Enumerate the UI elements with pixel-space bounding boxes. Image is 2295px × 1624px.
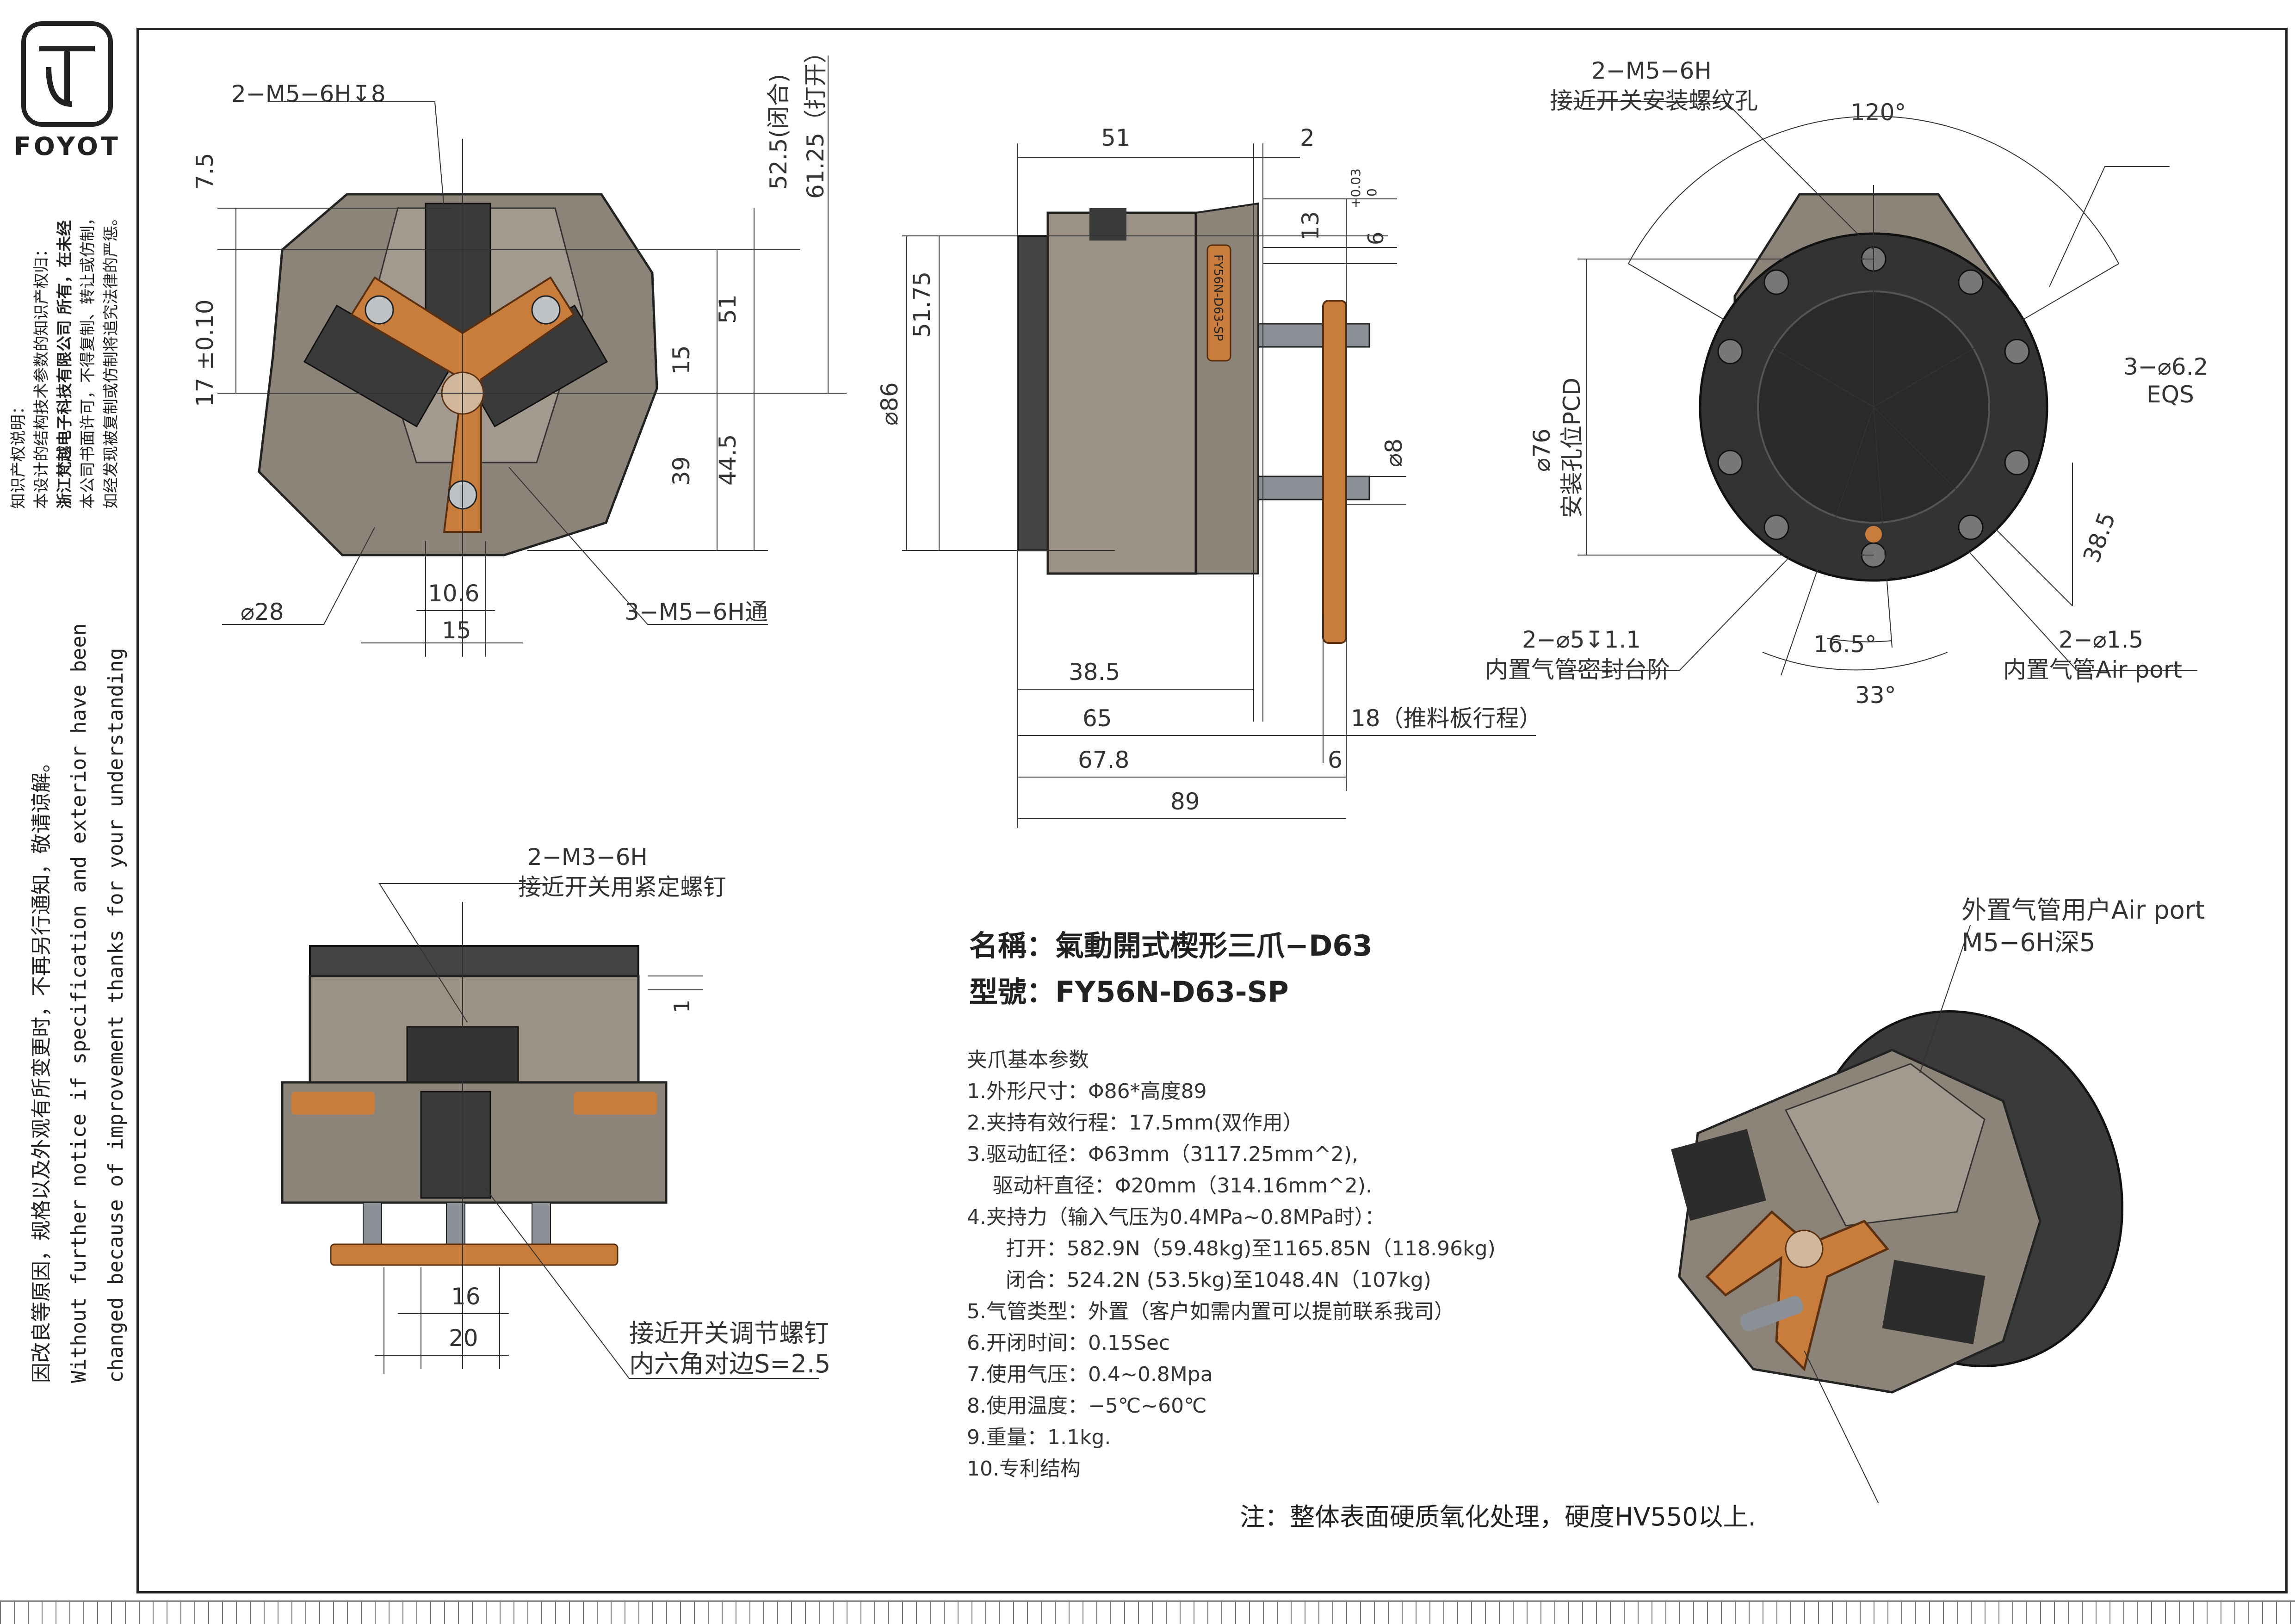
- side-dim-phi86: ⌀86: [876, 382, 903, 426]
- back-pcd-1: ⌀76: [1528, 428, 1555, 472]
- param-line: 3.驱动缸径：Φ63mm（3117.25mm^2),: [967, 1142, 1359, 1166]
- side-plate-label: FY56N-D63-SP: [1211, 254, 1225, 341]
- param-line: 打开：582.9N（59.48kg)至1165.85N（118.96kg): [967, 1237, 1496, 1260]
- notice-cn: 因改良等原因，规格以及外观有所变更时，不再另行通知，敬请谅解。: [30, 752, 53, 1383]
- front-dim-17: 17 ±0.10: [192, 299, 218, 407]
- side-dim-6: 6: [1328, 747, 1342, 773]
- side-dim-89: 89: [1170, 788, 1200, 815]
- param-line: 4.夹持力（输入气压为0.4MPa~0.8MPa时）：: [967, 1205, 1385, 1229]
- front-dim-39: 39: [668, 456, 695, 486]
- bottom-view: 2−M3−6H 接近开关用紧定螺钉 1 16 20: [281, 844, 819, 1379]
- title-block: 名稱：氣動開式楔形三爪−D63 型號：FY56N-D63-SP: [969, 923, 1373, 1015]
- param-line: 7.使用气压：0.4~0.8Mpa: [967, 1363, 1213, 1386]
- back-holes-1: 3−⌀6.2: [2123, 353, 2208, 380]
- back-angle-33: 33°: [1855, 682, 1896, 709]
- brand-name: FOYOT: [14, 132, 121, 161]
- param-line: 10.专利结构: [967, 1457, 1081, 1481]
- param-line: 驱动杆直径：Φ20mm（314.16mm^2).: [967, 1174, 1372, 1198]
- param-line: 8.使用温度：−5℃~60℃: [967, 1394, 1207, 1418]
- back-thread-label-2: 接近开关安装螺纹孔: [1550, 87, 1758, 114]
- side-dim-phi8: ⌀8: [1380, 438, 1407, 467]
- foyot-logo-icon: [21, 21, 113, 127]
- surface-note: 注：整体表面硬质氧化处理，硬度HV550以上.: [1240, 1502, 1756, 1531]
- param-line: 9.重量：1.1kg.: [967, 1426, 1111, 1449]
- front-dim-10-6: 10.6: [428, 580, 479, 607]
- side-dim-13: 13: [1297, 211, 1324, 241]
- bottom-dim-1: 1: [669, 1000, 694, 1013]
- front-dim-15-bottom: 15: [442, 617, 471, 644]
- notice-en-1: Without further notice if specification …: [67, 623, 91, 1383]
- product-name: 名稱：氣動開式楔形三爪−D63: [969, 929, 1373, 963]
- side-dim-2: 2: [1300, 124, 1315, 151]
- bottom-thread-2: 接近开关用紧定螺钉: [518, 874, 726, 901]
- front-dim-51: 51: [714, 294, 741, 324]
- back-air-2: 内置气管Air port: [2003, 656, 2182, 683]
- side-view: FY56N-D63-SP 51 2 13 6 +0.03 0 51.75 ⌀86…: [876, 124, 1542, 828]
- back-holes-2: EQS: [2147, 381, 2194, 408]
- front-dim-phi28: ⌀28: [241, 599, 284, 625]
- back-view: 2−M5−6H 接近开关安装螺纹孔 120° ⌀76 安装孔位PCD 3−⌀6.…: [1485, 57, 2208, 709]
- front-dim-7-5: 7.5: [192, 153, 218, 190]
- param-line: 5.气管类型：外置（客户如需内置可以提前联系我司）: [967, 1300, 1454, 1323]
- ip-line-2: 浙江梵越电子科技有限公司 所有，在未经: [56, 220, 74, 509]
- ip-line-1: 本设计的结构技术参数的知识产权归：: [32, 241, 51, 509]
- back-angle-16-5: 16.5°: [1813, 631, 1876, 658]
- back-seal-2: 内置气管密封台阶: [1485, 656, 1670, 683]
- bottom-dim-16: 16: [451, 1283, 481, 1310]
- side-tol-lower: 0: [1364, 188, 1379, 197]
- side-dim-51-75: 51.75: [909, 272, 935, 338]
- params-heading: 夹爪基本参数: [967, 1048, 1089, 1072]
- back-air-1: 2−⌀1.5: [2059, 626, 2143, 653]
- side-dim-6-tol: 6: [1363, 232, 1388, 245]
- title-strip: FOYOT 知识产权说明： 本设计的结构技术参数的知识产权归： 浙江梵越电子科技…: [0, 0, 136, 1600]
- param-line: 6.开闭时间：0.15Sec: [967, 1331, 1170, 1355]
- iso-port-2: M5−6H深5: [1961, 928, 2096, 957]
- drawing-frame: [136, 28, 2288, 1593]
- bottom-thread-1: 2−M3−6H: [527, 844, 648, 871]
- side-dim-51: 51: [1101, 124, 1131, 151]
- product-model: 型號：FY56N-D63-SP: [969, 975, 1289, 1009]
- side-dim-18: 18（推料板行程）: [1351, 705, 1542, 732]
- back-pcd-2: 安装孔位PCD: [1559, 377, 1585, 518]
- ip-title: 知识产权说明：: [9, 399, 28, 509]
- side-dim-67-8: 67.8: [1078, 747, 1129, 773]
- bottom-adj-2: 内六角对边S=2.5: [629, 1349, 831, 1378]
- parameters-list: 夹爪基本参数 1.外形尺寸：Φ86*高度89 2.夹持有效行程：17.5mm(双…: [967, 1044, 1496, 1485]
- side-dim-38-5: 38.5: [1069, 659, 1120, 685]
- bottom-dim-20: 20: [449, 1325, 478, 1352]
- front-dim-44-5: 44.5: [714, 434, 741, 486]
- param-line: 闭合：524.2N (53.5kg)至1048.4N（107kg): [967, 1268, 1431, 1292]
- isometric-view: [1671, 925, 2124, 1503]
- front-view: 2−M5−6H↧8 7.5 17 ±0.10 15 39 51 44.5 52.…: [192, 56, 847, 657]
- side-tol-upper: +0.03: [1348, 168, 1363, 208]
- param-line: 1.外形尺寸：Φ86*高度89: [967, 1080, 1207, 1103]
- bottom-adj-1: 接近开关调节螺钉: [629, 1319, 829, 1348]
- bottom-ruler: [0, 1600, 2295, 1624]
- back-angle-120: 120°: [1850, 99, 1906, 126]
- param-line: 2.夹持有效行程：17.5mm(双作用）: [967, 1111, 1303, 1135]
- front-dim-52-5: 52.5(闭合): [765, 74, 792, 190]
- back-thread-label-1: 2−M5−6H: [1591, 57, 1712, 84]
- front-thread-top: 2−M5−6H↧8: [231, 80, 386, 107]
- back-dim-38-5: 38.5: [2078, 509, 2121, 566]
- back-seal-1: 2−⌀5↧1.1: [1522, 626, 1641, 653]
- notice-en-2: changed because of improvement thanks fo…: [104, 648, 128, 1383]
- iso-port-1: 外置气管用户Air port: [1961, 895, 2205, 925]
- front-thread-bottom: 3−M5−6H通: [625, 599, 768, 625]
- front-dim-15-right: 15: [668, 345, 695, 375]
- ip-line-3: 本公司书面许可，不得复制、转让或仿制，: [79, 210, 97, 509]
- front-dim-61-25: 61.25（打开）: [802, 56, 829, 199]
- side-dim-65: 65: [1083, 705, 1112, 732]
- ip-line-4: 如经发现被复制或仿制将追究法律的严惩。: [102, 210, 120, 509]
